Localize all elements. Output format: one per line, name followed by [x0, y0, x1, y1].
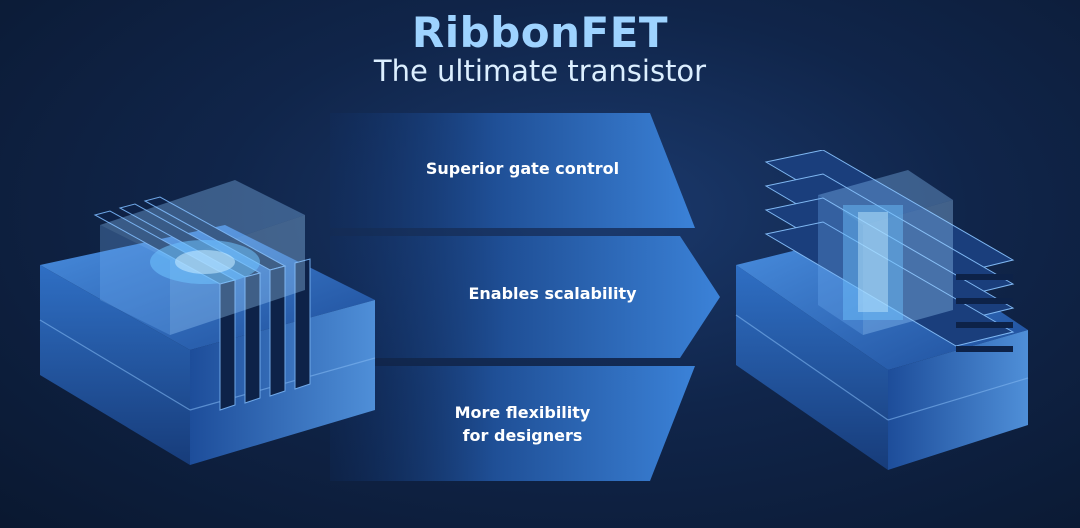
chevron-band-2 — [330, 236, 720, 358]
slide-title: RibbonFET — [411, 8, 669, 57]
benefit-more-flexibility: More flexibility for designers — [454, 403, 591, 445]
ribbonfet-transistor-icon — [735, 150, 1029, 470]
slide-subtitle: The ultimate transistor — [373, 54, 707, 88]
chevron-band-1 — [330, 113, 695, 228]
benefit-superior-gate-control: Superior gate control — [425, 159, 620, 178]
chevron-band-3 — [330, 366, 695, 481]
benefit-enables-scalability: Enables scalability — [468, 284, 637, 303]
finfet-transistor-icon — [39, 180, 376, 465]
